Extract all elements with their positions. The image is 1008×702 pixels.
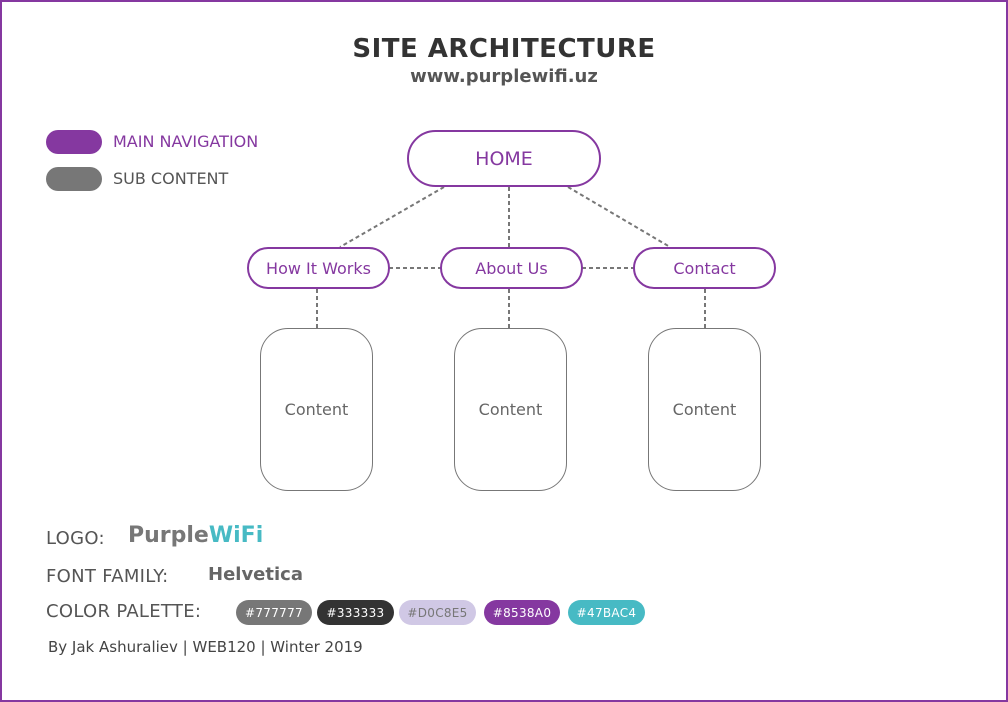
sub-content-swatch — [46, 167, 102, 191]
palette-swatch-lavender: #D0C8E5 — [399, 600, 476, 625]
credits-text: By Jak Ashuraliev | WEB120 | Winter 2019 — [48, 638, 363, 656]
connector-home-contact — [567, 186, 671, 248]
palette-swatch-dark: #333333 — [317, 600, 394, 625]
page-title: SITE ARCHITECTURE — [352, 34, 656, 64]
font-family-value: Helvetica — [208, 564, 303, 585]
palette-swatch-purple: #8538A0 — [484, 600, 560, 625]
contact-node: Contact — [633, 247, 776, 289]
site-url: www.purplewifi.uz — [410, 66, 598, 87]
color-palette-label: COLOR PALETTE: — [46, 601, 202, 622]
palette-swatch-gray: #777777 — [236, 600, 312, 625]
connector-home-how-it-works — [339, 186, 445, 248]
how-it-works-content-box: Content — [260, 328, 373, 491]
font-family-label: FONT FAMILY: — [46, 566, 169, 587]
logo-label: LOGO: — [46, 528, 105, 549]
logo-wifi-text: WiFi — [208, 523, 264, 548]
main-navigation-swatch — [46, 130, 102, 154]
how-it-works-node: How It Works — [247, 247, 390, 289]
home-node: HOME — [407, 130, 601, 187]
sub-content-legend-label: SUB CONTENT — [113, 169, 229, 188]
palette-swatch-teal: #47BAC4 — [568, 600, 645, 625]
contact-content-box: Content — [648, 328, 761, 491]
main-navigation-legend-label: MAIN NAVIGATION — [113, 132, 259, 151]
logo-purple-text: Purple — [128, 523, 209, 548]
logo: PurpleWiFi — [128, 523, 263, 548]
about-us-node: About Us — [440, 247, 583, 289]
about-us-content-box: Content — [454, 328, 567, 491]
